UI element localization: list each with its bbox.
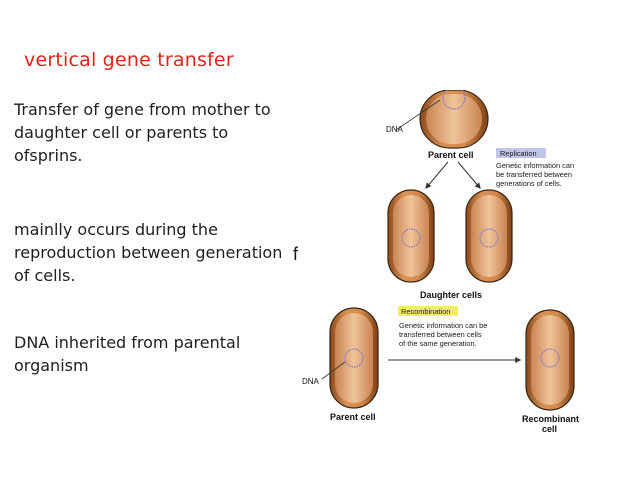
recombination-tag-label: Recombination — [401, 307, 450, 316]
paragraph-transfer: Transfer of gene from mother to daughter… — [14, 100, 271, 165]
parent-cell-label-top: Parent cell — [428, 150, 474, 160]
replication-desc-3: generations of cells. — [496, 179, 562, 188]
recombination-desc-3: of the same generation. — [399, 339, 477, 348]
recombinant-cell-label-1: Recombinant — [522, 414, 579, 424]
recombinant-cell — [525, 309, 575, 411]
replication-desc-1: Genetic information can — [496, 161, 574, 170]
daughter-cell-right — [465, 189, 513, 283]
parent-cell-top — [419, 90, 489, 149]
arrow-to-daughter-right — [457, 161, 481, 189]
dna-label-bottom: DNA — [302, 377, 320, 386]
replication-desc-2: be transferred between — [496, 170, 572, 179]
recombination-desc-1: Genetic information can be — [399, 321, 487, 330]
parent-cell-bottom — [329, 307, 379, 409]
daughter-cells-label: Daughter cells — [420, 290, 482, 300]
paragraph-dna-inherited: DNA inherited from parental organism — [14, 333, 241, 375]
stray-character: f — [293, 244, 299, 264]
dna-pointer-bottom — [321, 361, 346, 380]
paragraph-reproduction: mainlly occurs during the reproduction b… — [14, 220, 283, 285]
vertical-gene-transfer-diagram: DNA Parent cell Replication Genetic info… — [302, 90, 579, 434]
dna-pointer-top — [395, 99, 441, 131]
daughter-cell-left — [387, 189, 435, 283]
recombination-tag — [398, 306, 458, 316]
recombination-desc-2: transferred between cells — [399, 330, 482, 339]
replication-tag-label: Replication — [500, 149, 537, 158]
slide-title: vertical gene transfer — [24, 49, 234, 71]
arrow-to-daughter-left — [425, 161, 449, 189]
recombinant-cell-label-2: cell — [542, 424, 557, 434]
replication-tag — [496, 148, 546, 158]
dna-label-top: DNA — [386, 125, 404, 134]
parent-cell-label-bottom: Parent cell — [330, 412, 376, 422]
